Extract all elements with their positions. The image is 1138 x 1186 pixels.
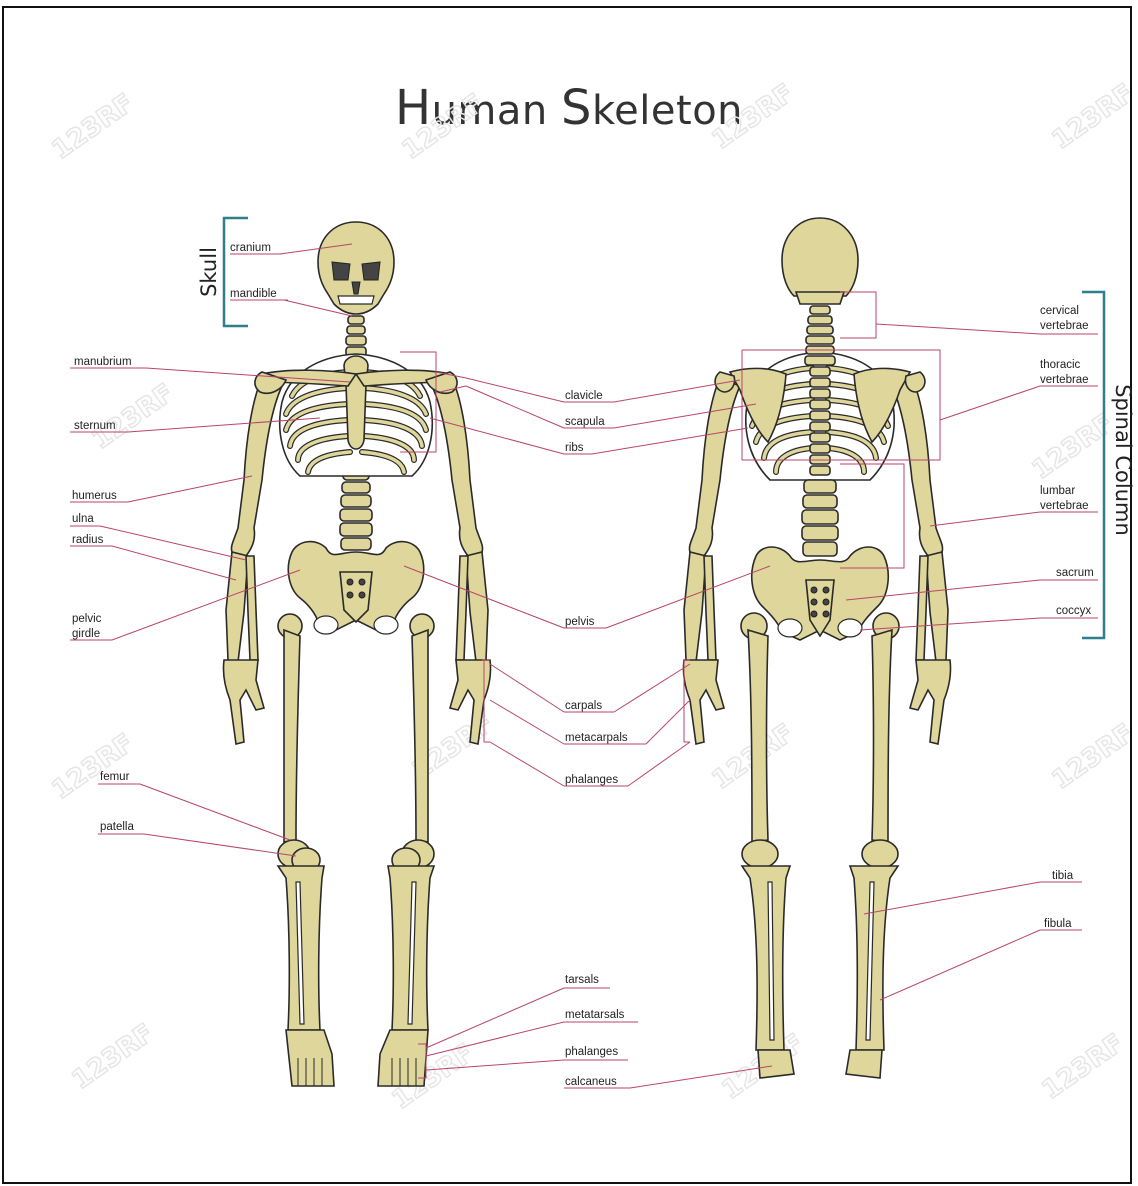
watermark: 123RF — [67, 1018, 160, 1095]
label-humerus: humerus — [72, 490, 117, 502]
watermark: 123RF — [47, 728, 140, 805]
label-scapula: scapula — [565, 416, 605, 428]
label-metacarpals: metacarpals — [565, 732, 628, 744]
label-sacrum: sacrum — [1056, 567, 1094, 579]
front-left-arm — [223, 378, 282, 744]
label-cervical: cervical — [1040, 305, 1079, 317]
label-girdle: girdle — [72, 628, 100, 640]
front-pelvis — [288, 542, 423, 634]
label-lumbar-vertebrae: vertebrae — [1040, 500, 1089, 512]
back-labels: cervical vertebrae thoracic vertebrae lu… — [1040, 305, 1098, 930]
front-ribcage — [255, 354, 457, 476]
watermark-layer: 123RF 123RF 123RF 123RF 123RF 123RF 123R… — [47, 78, 1138, 1115]
label-coccyx: coccyx — [1056, 605, 1091, 617]
label-lumbar: lumbar — [1040, 485, 1075, 497]
skull-group-label: Skull — [197, 247, 221, 297]
front-right-leg — [378, 614, 434, 1086]
label-phalanges-hand: phalanges — [565, 774, 618, 786]
back-right-arm — [892, 378, 951, 744]
label-clavicle: clavicle — [565, 390, 603, 402]
label-pelvic: pelvic — [72, 613, 102, 625]
watermark: 123RF — [1047, 78, 1138, 155]
skull-bracket — [224, 218, 248, 326]
label-patella: patella — [100, 821, 134, 833]
label-tibia: tibia — [1052, 870, 1074, 882]
label-sternum: sternum — [74, 420, 116, 432]
watermark: 123RF — [1047, 718, 1138, 795]
watermark: 123RF — [87, 378, 180, 455]
label-ribs: ribs — [565, 442, 584, 454]
back-skull — [782, 218, 858, 304]
watermark: 123RF — [1037, 1028, 1130, 1105]
front-right-arm — [432, 378, 491, 744]
watermark: 123RF — [707, 78, 800, 155]
label-fibula: fibula — [1044, 918, 1072, 930]
back-right-leg — [846, 613, 899, 1078]
label-thoracic: thoracic — [1040, 359, 1081, 371]
watermark: 123RF — [47, 88, 140, 165]
label-cranium: cranium — [230, 242, 271, 254]
front-skeleton — [223, 222, 490, 1086]
front-left-leg — [278, 614, 334, 1086]
center-labels: clavicle scapula ribs pelvis carpals met… — [564, 390, 646, 1088]
label-ulna: ulna — [72, 513, 94, 525]
label-mandible: mandible — [230, 288, 277, 300]
back-left-leg — [741, 613, 794, 1078]
back-pelvis — [752, 547, 889, 640]
spinal-column-bracket — [1082, 292, 1104, 638]
label-phalanges-foot: phalanges — [565, 1046, 618, 1058]
watermark: 123RF — [397, 88, 490, 165]
label-cervical-vertebrae: vertebrae — [1040, 320, 1089, 332]
label-thoracic-vertebrae: vertebrae — [1040, 374, 1089, 386]
back-skeleton — [683, 218, 950, 1078]
label-manubrium: manubrium — [74, 356, 132, 368]
label-metatarsals: metatarsals — [565, 1009, 625, 1021]
spinal-column-group-label: Spinal Column — [1111, 384, 1135, 536]
label-pelvis: pelvis — [565, 616, 595, 628]
watermark: 123RF — [1027, 408, 1120, 485]
back-left-arm — [683, 378, 740, 744]
label-tarsals: tarsals — [565, 974, 599, 986]
label-radius: radius — [72, 534, 104, 546]
label-calcaneus: calcaneus — [565, 1076, 617, 1088]
label-femur: femur — [100, 771, 130, 783]
label-carpals: carpals — [565, 700, 602, 712]
front-skull — [318, 222, 394, 314]
